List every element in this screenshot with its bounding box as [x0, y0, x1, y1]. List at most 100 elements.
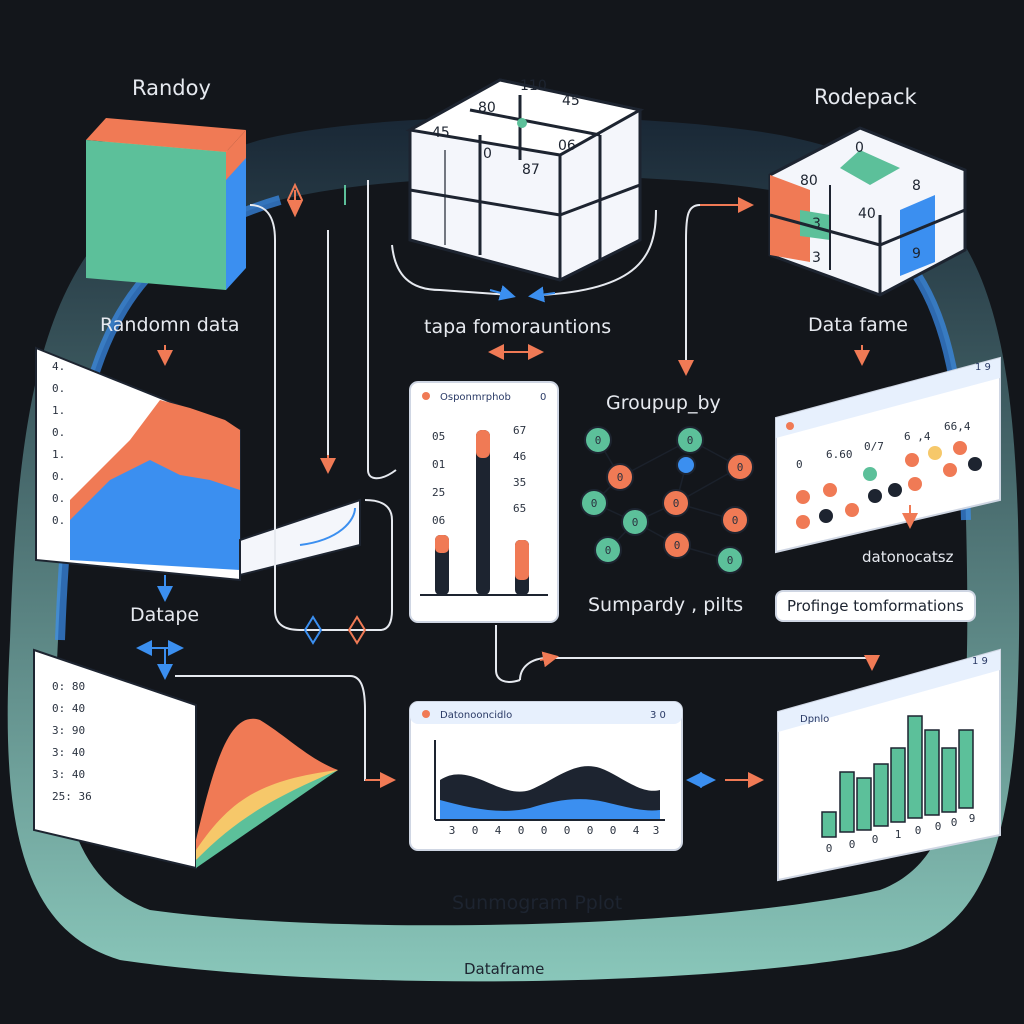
label-data-fame: Data fame — [808, 314, 908, 336]
graph-node-label: 0 — [632, 516, 639, 529]
histogram-axis-label: 0 — [935, 820, 942, 833]
node-graph: 0 0 0 0 0 0 0 0 0 0 0 — [580, 426, 754, 574]
bar-panel-value: 25 — [432, 486, 445, 499]
diamond-markers — [286, 182, 367, 645]
wave-axis-label: 0 — [518, 824, 525, 837]
svg-text:0.: 0. — [52, 470, 65, 483]
right-cube-cluster: 0 80 3 40 8 3 9 — [768, 126, 967, 297]
wave-panel-title: Datonooncidlo — [440, 710, 512, 721]
dot-panel: 1 9 0 6.60 0/7 6 ,4 66,4 — [775, 356, 1001, 554]
wave-axis-label: 0 — [472, 824, 479, 837]
bar-panel-value: 05 — [432, 430, 445, 443]
graph-node-label: 0 — [687, 434, 694, 447]
bar-panel-value: 65 — [513, 502, 526, 515]
histogram-panel-corner: 1 9 — [972, 656, 988, 667]
cube-right-number: 0 — [855, 140, 864, 156]
dot-panel-value: 0/7 — [864, 440, 884, 453]
wave-panel: Datonooncidlo 3 0 3 0 4 0 0 0 0 0 4 3 — [409, 701, 683, 851]
label-group-by: Groupup_by — [606, 392, 721, 414]
wave-axis-label: 4 — [495, 824, 502, 837]
cube-right-number: 40 — [858, 206, 876, 222]
wave-axis-label: 3 — [449, 824, 456, 837]
cube-center-number: 110 — [520, 78, 547, 94]
label-tapa: tapa fomorauntions — [424, 316, 612, 338]
svg-text:3: 40: 3: 40 — [52, 768, 85, 781]
cube-center-number: 80 — [478, 100, 496, 116]
svg-text:25: 36: 25: 36 — [52, 790, 92, 803]
wave-axis-label: 0 — [610, 824, 617, 837]
svg-text:0.: 0. — [52, 514, 65, 527]
svg-text:1.: 1. — [52, 404, 65, 417]
svg-text:3: 40: 3: 40 — [52, 746, 85, 759]
histogram-axis-label: 9 — [969, 812, 976, 825]
svg-text:3: 90: 3: 90 — [52, 724, 85, 737]
label-top-right: Rodepack — [814, 85, 917, 109]
cube-right-number: 80 — [800, 173, 818, 189]
label-datonocats: datonocatsz — [862, 548, 954, 566]
bar-panel-value: 01 — [432, 458, 445, 471]
stacked-layers-icon — [86, 118, 246, 290]
cube-center-number: 45 — [562, 93, 580, 109]
bar-panel-value: 35 — [513, 476, 526, 489]
svg-text:0: 40: 0: 40 — [52, 702, 85, 715]
bar-panel-value: 46 — [513, 450, 526, 463]
bar-panel-title: Osponmrphob — [440, 392, 511, 403]
graph-node-label: 0 — [591, 497, 598, 510]
label-random-data: Randomn data — [100, 314, 240, 336]
histogram-axis-label: 0 — [915, 824, 922, 837]
histogram-axis-label: 0 — [826, 842, 833, 855]
bar-panel-value: 06 — [432, 514, 445, 527]
wave-axis-label: 0 — [564, 824, 571, 837]
cube-center-number: 45 — [432, 125, 450, 141]
wave-axis-label: 0 — [587, 824, 594, 837]
label-profinge: Profinge tomformations — [775, 590, 976, 622]
label-datape: Datape — [130, 604, 200, 626]
dot-panel-value: 66,4 — [944, 420, 971, 433]
graph-node-label: 0 — [617, 471, 624, 484]
histogram-panel: Dpnlo 1 9 0 0 0 1 0 0 0 9 — [777, 648, 1001, 882]
label-sunmogram: Sunmogram Pplot — [452, 892, 623, 914]
cube-right-number: 3 — [812, 216, 821, 232]
histogram-panel-title: Dpnlo — [800, 714, 829, 725]
distribution-card: 0: 80 0: 40 3: 90 3: 40 3: 40 25: 36 — [33, 648, 338, 870]
wave-axis-label: 4 — [633, 824, 640, 837]
svg-text:0.: 0. — [52, 492, 65, 505]
cube-center-number: 0 — [483, 146, 492, 162]
svg-text:4.: 4. — [52, 360, 65, 373]
bar-panel-value: 67 — [513, 424, 526, 437]
cube-center-number: 87 — [522, 162, 540, 178]
center-cube-cluster: 110 80 45 45 0 87 06 — [405, 78, 645, 282]
graph-node-label: 0 — [673, 497, 680, 510]
histogram-axis-label: 0 — [849, 838, 856, 851]
svg-text:0: 80: 0: 80 — [52, 680, 85, 693]
graph-node-label: 0 — [732, 514, 739, 527]
wave-panel-corner: 3 0 — [650, 710, 666, 721]
label-top-left: Randoy — [132, 76, 211, 100]
dot-panel-corner: 1 9 — [975, 362, 991, 373]
label-dataframe: Dataframe — [464, 960, 545, 978]
bar-panel-corner: 0 — [540, 392, 546, 403]
cube-right-number: 3 — [812, 250, 821, 266]
dot-panel-value: 0 — [796, 458, 803, 471]
svg-text:0.: 0. — [52, 382, 65, 395]
histogram-axis-label: 1 — [895, 828, 902, 841]
histogram-axis-label: 0 — [951, 816, 958, 829]
label-sumpardy: Sumpardy , pilts — [588, 594, 744, 616]
cube-center-number: 06 — [558, 138, 576, 154]
area-chart-card: 4. 0. 1. 0. 1. 0. 0. 0. — [35, 346, 361, 582]
histogram-axis-label: 0 — [872, 833, 879, 846]
dot-panel-value: 6.60 — [826, 448, 853, 461]
wave-axis-label: 3 — [653, 824, 660, 837]
graph-node-label: 0 — [605, 544, 612, 557]
svg-text:1.: 1. — [52, 448, 65, 461]
graph-node-label: 0 — [727, 554, 734, 567]
graph-node-label: 0 — [595, 434, 602, 447]
svg-text:0.: 0. — [52, 426, 65, 439]
graph-node-label: 0 — [674, 539, 681, 552]
cube-right-number: 8 — [912, 178, 921, 194]
wave-axis-label: 0 — [541, 824, 548, 837]
connectors — [136, 180, 918, 788]
bar-panel: Osponmrphob 0 05 01 25 06 67 46 35 65 — [409, 381, 559, 623]
